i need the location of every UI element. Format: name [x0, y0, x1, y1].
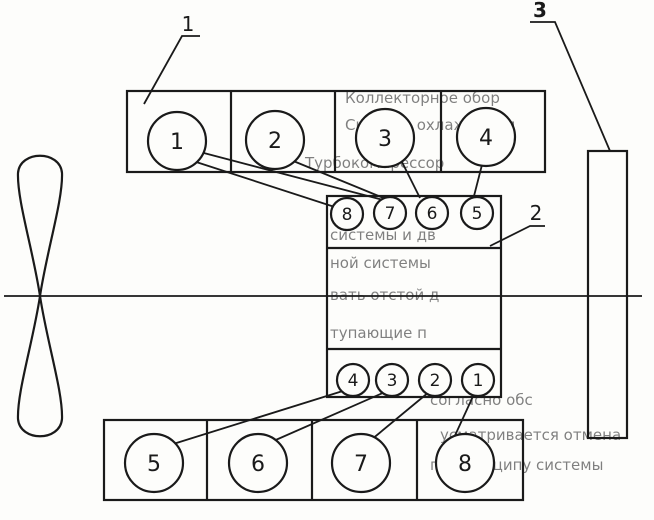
cylinder-number: 7: [354, 452, 368, 477]
terminal-7: 7: [372, 195, 408, 231]
ref-label-3: 3: [533, 0, 547, 22]
ref-label-1: 1: [182, 12, 195, 36]
cylinder-7: 7: [330, 432, 392, 494]
terminal-number: 2: [430, 371, 441, 391]
wire-terminal2-to-cyl7: [370, 391, 430, 441]
ref3-leader-line: [530, 21, 611, 152]
terminal-circle: [414, 195, 450, 231]
ref2-leader-line: [489, 225, 545, 247]
wire-cyl1-to-terminal8: [189, 159, 348, 212]
cylinder-number: 5: [147, 452, 161, 477]
wire-cyl3-to-terminal6: [399, 157, 421, 199]
cylinder-circle: [330, 432, 392, 494]
bottom-cylinders: 5 6 7 8: [123, 432, 496, 494]
cylinder-2: 2: [244, 109, 306, 171]
terminal-circle: [374, 362, 410, 398]
cylinder-6: 6: [227, 432, 289, 494]
terminal-number: 3: [387, 371, 398, 391]
cylinder-number: 3: [378, 127, 392, 152]
distributor-bottom-terminals: 4 3 2 1: [335, 362, 496, 398]
wire-terminal1-to-cyl8: [451, 391, 476, 443]
distributor-outline: [325, 194, 503, 399]
cylinder-4: 4: [455, 106, 517, 168]
cylinder-circle: [227, 432, 289, 494]
terminal-number: 6: [427, 204, 438, 224]
terminal-number: 5: [472, 204, 483, 224]
terminal-circle: [459, 195, 495, 231]
bleed-text-line: Коллекторное обор: [345, 89, 500, 107]
bleed-text-line: усматривается отмена: [440, 426, 621, 444]
top-cylinders: 1 2 3 4: [146, 106, 517, 172]
terminal-circle: [329, 196, 365, 232]
distributor-top-terminals: 8 7 6 5: [329, 195, 495, 232]
terminal-circle: [372, 195, 408, 231]
terminal-number: 4: [348, 371, 359, 391]
wire-cyl1-to-terminal7: [199, 151, 384, 201]
bleed-text-line: тупающие п: [330, 324, 427, 342]
terminal-number: 1: [473, 371, 484, 391]
right-vertical-component: [586, 149, 629, 440]
cylinder-number: 8: [458, 452, 472, 477]
terminal-circle: [417, 362, 453, 398]
bottom-block-outline: [102, 418, 525, 502]
distributor-block: [325, 194, 503, 399]
bleed-text-line: вать отстой д: [330, 286, 439, 304]
cylinder-number: 4: [479, 126, 493, 151]
terminal-8: 8: [329, 196, 365, 232]
terminal-circle: [335, 362, 371, 398]
cylinder-circle: [244, 109, 306, 171]
background-bleed-text: Коллекторное обор Система охлаждения Тур…: [304, 89, 621, 474]
bleed-text-line: ной системы: [330, 254, 431, 272]
terminal-6: 6: [414, 195, 450, 231]
terminal-circle: [460, 362, 496, 398]
ref1-leader-line: [143, 35, 200, 105]
cylinder-1: 1: [146, 110, 208, 172]
wire-terminal4-to-cyl5: [169, 389, 347, 446]
wire-terminal3-to-cyl6: [261, 391, 386, 447]
terminal-4: 4: [335, 362, 371, 398]
cylinder-circle: [455, 106, 517, 168]
cylinder-number: 6: [251, 452, 265, 477]
wiring-lines: [169, 151, 485, 447]
bleed-text-line: системы и дв: [330, 226, 436, 244]
cylinder-5: 5: [123, 432, 185, 494]
top-cylinder-block: [125, 89, 547, 174]
terminal-3: 3: [374, 362, 410, 398]
bleed-text-line: согласно обс: [430, 391, 533, 409]
ref-label-2: 2: [530, 201, 543, 225]
cylinder-number: 1: [170, 130, 184, 155]
cylinder-circle: [123, 432, 185, 494]
terminal-1: 1: [460, 362, 496, 398]
cylinder-3: 3: [354, 107, 416, 169]
cylinder-number: 2: [268, 129, 282, 154]
terminal-2: 2: [417, 362, 453, 398]
wire-cyl2-to-terminal7: [285, 157, 387, 200]
cylinder-circle: [146, 110, 208, 172]
terminal-number: 7: [385, 204, 396, 224]
cylinder-8: 8: [434, 432, 496, 494]
fan-propeller-shape: [16, 154, 64, 438]
cylinder-circle: [354, 107, 416, 169]
terminal-5: 5: [459, 195, 495, 231]
cylinder-circle: [434, 432, 496, 494]
terminal-number: 8: [342, 205, 353, 225]
